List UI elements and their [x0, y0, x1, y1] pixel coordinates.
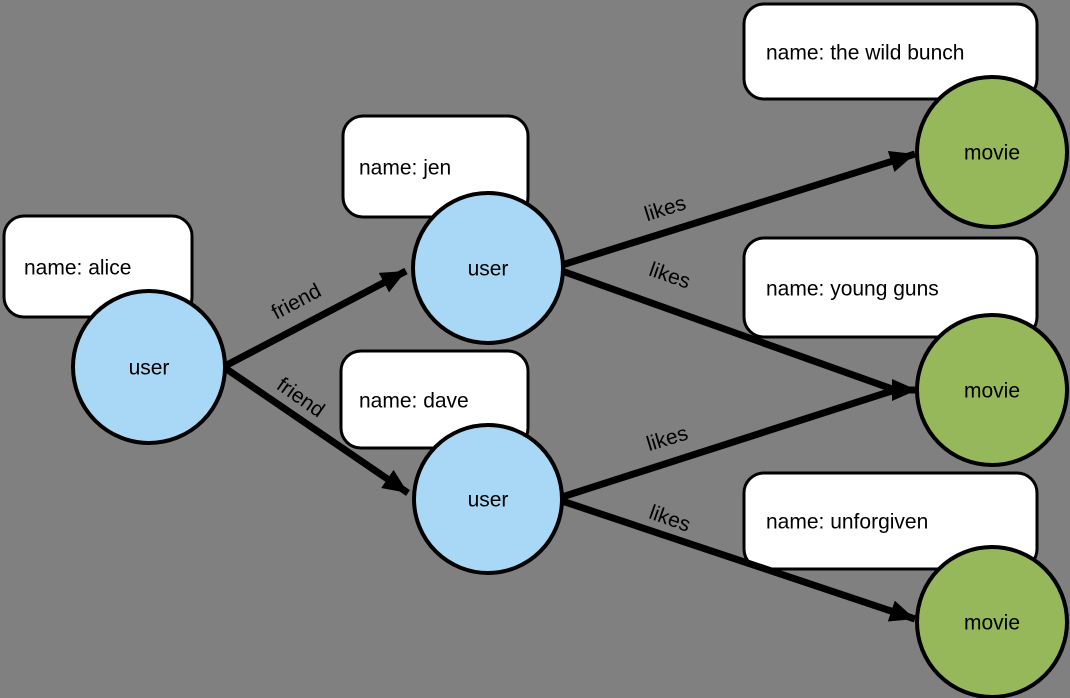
- edge-label-likes-wild-bunch: likes: [642, 192, 689, 227]
- node-movie-unforgiven: movie: [915, 545, 1069, 698]
- user-node-circle: [412, 423, 564, 575]
- node-movie-young-guns: movie: [915, 313, 1069, 467]
- property-text: name: the wild bunch: [766, 41, 964, 64]
- property-box-wild-bunch: name: the wild bunch: [742, 2, 1039, 101]
- node-label: movie: [964, 611, 1020, 634]
- node-user-jen: user: [411, 191, 565, 345]
- node-label: user: [468, 488, 509, 511]
- property-box-unforgiven: name: unforgiven: [742, 471, 1039, 571]
- node-label: movie: [964, 379, 1020, 402]
- edge-label-likes-dave-young-guns: likes: [644, 422, 691, 456]
- property-box-young-guns: name: young guns: [742, 236, 1039, 339]
- node-label: user: [468, 257, 509, 280]
- movie-node-circle: [915, 545, 1069, 698]
- edge-label-likes-jen-young-guns: likes: [646, 258, 693, 293]
- node-movie-wild-bunch: movie: [915, 75, 1069, 229]
- movie-node-circle: [915, 313, 1069, 467]
- property-box: [742, 471, 1039, 571]
- property-text: name: dave: [359, 389, 469, 412]
- property-text: name: alice: [24, 256, 131, 279]
- property-text: name: young guns: [766, 277, 939, 300]
- edge-jen-young-guns: [560, 267, 897, 394]
- user-node-circle: [71, 289, 227, 445]
- property-box: [742, 236, 1039, 339]
- node-user-alice: user: [71, 289, 227, 445]
- edge-label-friend-dave: friend: [272, 373, 328, 422]
- node-user-dave: user: [412, 423, 564, 575]
- edge-alice-jen: [223, 267, 408, 370]
- edge-alice-dave: [223, 365, 410, 496]
- property-text: name: unforgiven: [766, 510, 928, 533]
- node-label: user: [129, 356, 170, 379]
- edge-dave-unforgiven: [560, 497, 917, 623]
- node-label: movie: [964, 141, 1020, 164]
- property-box: [742, 2, 1039, 101]
- movie-node-circle: [915, 75, 1069, 229]
- edge-dave-young-guns: [560, 386, 897, 501]
- user-node-circle: [411, 191, 565, 345]
- edge-jen-wild-bunch: [560, 150, 917, 269]
- property-text: name: jen: [359, 156, 451, 179]
